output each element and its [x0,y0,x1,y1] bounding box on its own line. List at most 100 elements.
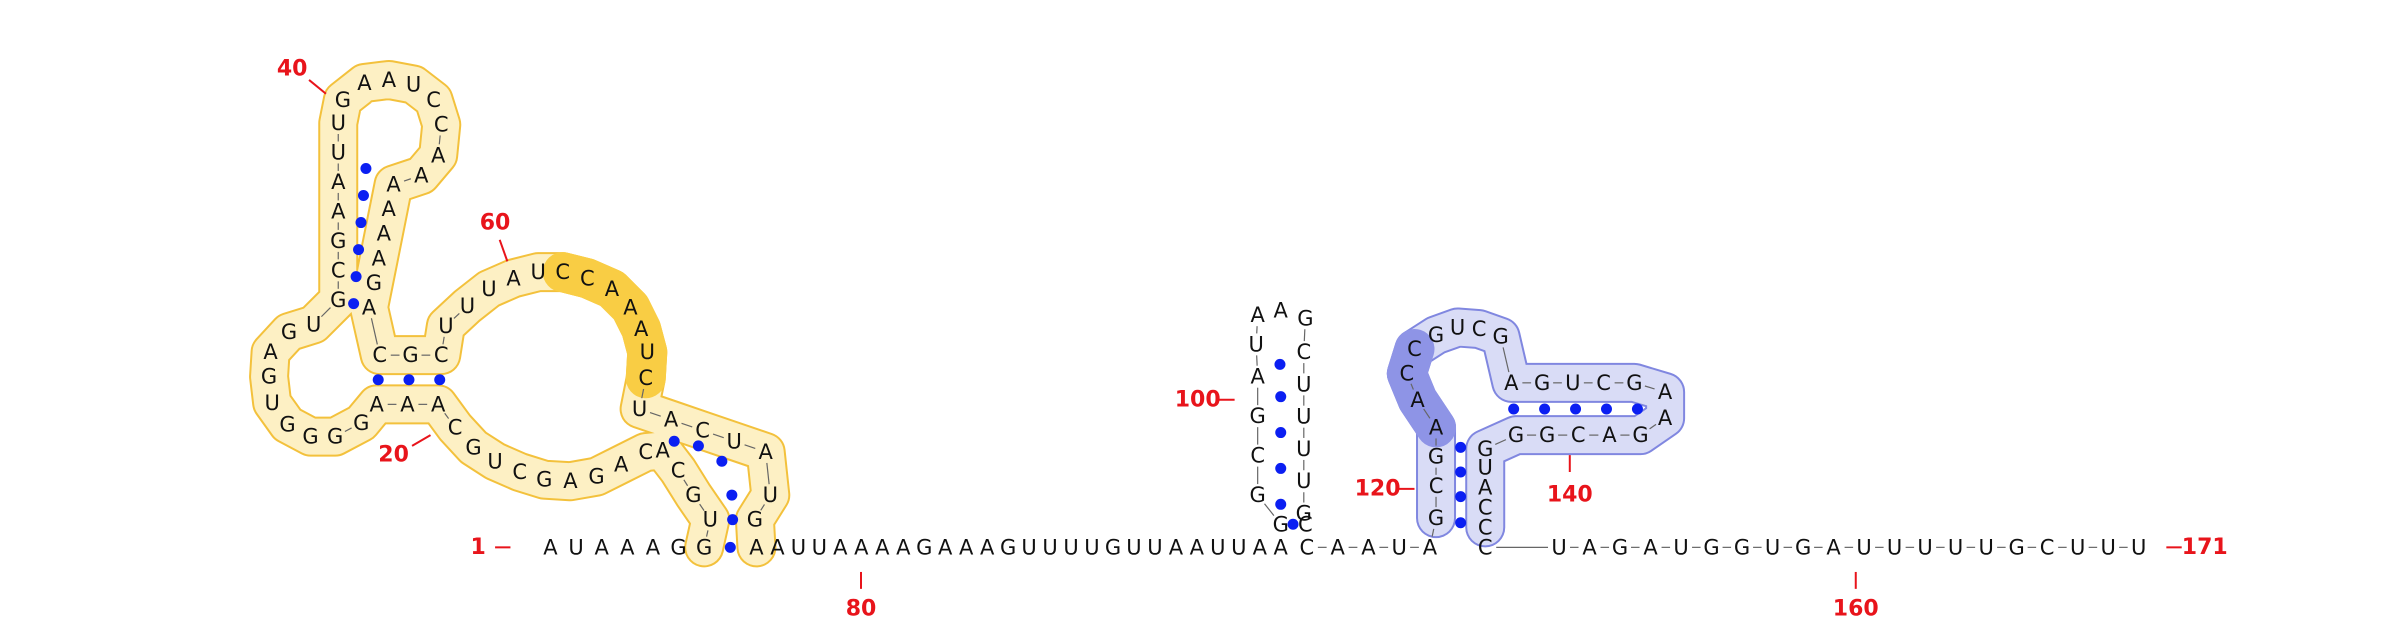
nucleotide: A [980,535,995,559]
base-pair-dot [372,374,384,386]
nucleotide: A [833,535,848,559]
position-tick [308,79,327,95]
nucleotide: U [1231,535,1246,559]
nucleotide: A [623,296,638,320]
nucleotide: A [1658,380,1673,404]
base-pair-dot [1455,491,1467,503]
nucleotide: G [330,288,346,312]
nucleotide: U [1084,535,1099,559]
nucleotide: G [1000,535,1016,559]
backbone-link [683,479,689,487]
nucleotide: C [1478,495,1493,519]
nucleotide: A [875,535,890,559]
nucleotide: G [1539,423,1555,447]
backbone-link [444,412,450,419]
nucleotide: G [465,435,481,459]
nucleotide: C [1472,317,1487,341]
nucleotide: A [854,535,869,559]
base-pair-dot [1539,403,1551,415]
nucleotide: A [646,535,661,559]
nucleotide: C [671,458,686,482]
nucleotide: U [1948,535,1963,559]
backbone-link [681,422,693,428]
nucleotide: A [655,438,670,462]
nucleotide: U [530,260,545,284]
nucleotide: U [264,391,279,415]
position-tick [411,434,432,447]
nucleotide: C [1571,423,1586,447]
base-pair-dot [1570,403,1582,415]
nucleotide: A [400,392,415,416]
nucleotide: U [568,535,583,559]
nucleotide: C [512,460,527,484]
nucleotide: G [1250,483,1266,507]
backbone-link [1303,329,1306,342]
nucleotide: C [555,260,570,284]
nucleotide: G [1734,535,1750,559]
backbone-link [744,444,756,450]
nucleotide: G [330,229,346,253]
base-pair-dot [1455,441,1467,453]
nucleotide: C [434,343,449,367]
nucleotide: G [327,425,343,449]
nucleotide: A [543,535,558,559]
nucleotide: A [362,296,377,320]
nucleotide: A [594,535,609,559]
nucleotide: C [1478,515,1493,539]
base-pair-dot [434,374,446,386]
base-pair-dot [668,435,680,447]
nucleotide: U [331,140,346,164]
nucleotide: U [1478,455,1493,479]
base-pair-dot [692,440,704,452]
highlight-yellow-strong [544,254,666,397]
nucleotide: G [2008,535,2024,559]
nucleotide: G [1297,306,1313,330]
nucleotide: A [431,392,446,416]
nucleotide: U [1248,332,1263,356]
position-tick [498,239,509,262]
nucleotide: U [703,508,718,532]
nucleotide: U [1210,535,1225,559]
base-pair-dot [727,514,739,526]
nucleotide: G [1296,502,1312,526]
base-pair-dot [716,455,728,467]
position-number: 120 [1355,476,1401,501]
nucleotide: G [588,465,604,489]
nucleotide: A [634,317,649,341]
nucleotide: U [2070,535,2085,559]
nucleotide: A [563,469,578,493]
nucleotide: A [1423,535,1438,559]
nucleotide: U [331,111,346,135]
nucleotide: G [747,508,763,532]
backbone-link [1410,383,1414,390]
nucleotide: A [1504,371,1519,395]
nucleotide: A [1274,535,1289,559]
nucleotide: U [1551,535,1566,559]
nucleotide: U [1296,405,1311,429]
nucleotide: A [1169,535,1184,559]
nucleotide: U [791,535,806,559]
nucleotide: G [1105,535,1121,559]
nucleotide: U [1021,535,1036,559]
backbone-link [370,318,378,345]
nucleotide: C [1407,337,1422,361]
nucleotide: C [434,113,449,137]
nucleotide: G [279,412,295,436]
base-pair-dot [355,217,367,229]
backbone-link [321,307,331,318]
base-pair-dot [724,541,736,553]
nucleotide: A [1250,303,1265,327]
backbone-link [712,433,724,439]
nucleotide: G [1250,404,1266,428]
nucleotide: U [640,340,655,364]
nucleotide: A [1250,365,1265,389]
backbone-link [766,462,770,485]
base-pair-dot [1274,358,1286,370]
base-pair-dot [1275,498,1287,510]
position-number: 171 [2182,535,2228,560]
nucleotide: U [1391,535,1406,559]
nucleotide: U [306,312,321,336]
nucleotide: U [763,483,778,507]
nucleotide: C [1429,474,1444,498]
